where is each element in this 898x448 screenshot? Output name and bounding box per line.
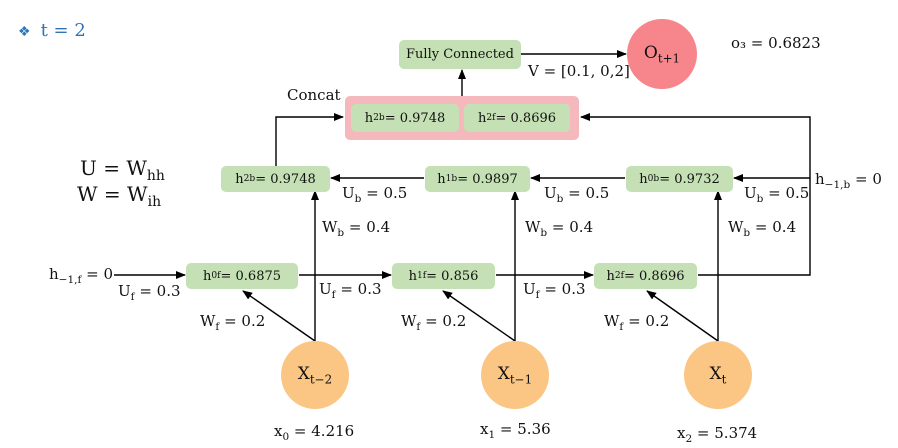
input-value-0: x0 = 4.216 [274, 422, 355, 443]
ub-label-2: Ub = 0.5 [544, 184, 610, 205]
time-step-label: t = 2 [40, 20, 86, 41]
u-definition: U = Whh [80, 156, 165, 184]
wb-label-2: Wb = 0.4 [525, 218, 594, 239]
forward-to-concat-arrow [580, 113, 811, 276]
init-backward-label: h−1,b = 0 [815, 170, 882, 191]
input-to-forward-arrow-1 [442, 290, 516, 342]
backward-to-concat-arrow [275, 113, 344, 168]
wf-label-1: Wf = 0.2 [200, 312, 266, 333]
concat-label: Concat [287, 86, 341, 104]
init-forward-label: h−1,f = 0 [49, 265, 114, 286]
output-node-label: Ot+1 [643, 42, 681, 66]
input-to-forward-arrow-2 [646, 290, 719, 342]
ub-label-3: Ub = 0.5 [744, 184, 810, 205]
time-step-heading: ❖ t = 2 [18, 20, 86, 41]
output-node: Ot+1 [627, 19, 697, 89]
input-value-2: x2 = 5.374 [677, 424, 758, 445]
fully-connected-box: Fully Connected [399, 40, 521, 69]
output-value: o₃ = 0.6823 [731, 34, 821, 52]
uf-label-1: Uf = 0.3 [118, 282, 181, 303]
w-definition: W = Wih [77, 182, 162, 210]
wb-label-3: Wb = 0.4 [728, 218, 797, 239]
diamond-bullet-icon: ❖ [18, 24, 31, 40]
wf-label-3: Wf = 0.2 [604, 312, 670, 333]
wb-label-1: Wb = 0.4 [322, 218, 391, 239]
wf-label-2: Wf = 0.2 [401, 312, 467, 333]
v-weight-label: V = [0.1, 0,2] [528, 62, 630, 80]
input-node-1: Xt−1 [481, 341, 549, 409]
input-to-forward-arrow-0 [242, 290, 316, 342]
input-node-2: Xt [684, 341, 752, 409]
uf-label-3: Uf = 0.3 [523, 280, 586, 301]
uf-label-2: Uf = 0.3 [319, 280, 382, 301]
ub-label-1: Ub = 0.5 [342, 184, 408, 205]
input-node-0: Xt−2 [281, 341, 349, 409]
input-value-1: x1 = 5.36 [480, 420, 551, 441]
